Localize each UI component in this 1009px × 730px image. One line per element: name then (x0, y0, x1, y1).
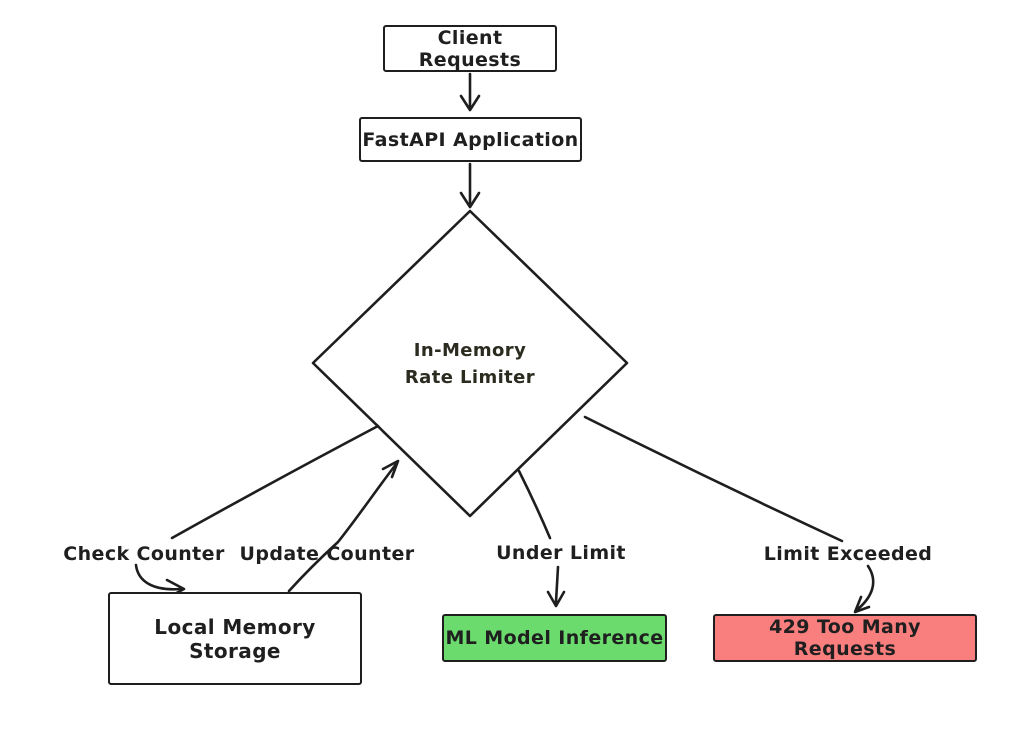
arrowhead-storage-to-limiter (381, 459, 400, 479)
label-update-counter: Update Counter (239, 543, 415, 565)
node-429-too-many-requests: 429 Too Many Requests (713, 614, 977, 662)
arrowhead-fastapi-to-limiter (459, 191, 481, 209)
rate-limiter-label-line1: In-Memory (413, 340, 527, 361)
label-limit-exceeded: Limit Exceeded (763, 543, 933, 565)
arrowhead-limit-exceeded-to-429 (853, 595, 871, 614)
node-fastapi-application: FastAPI Application (359, 117, 582, 162)
arrowhead-under-limit-to-inference (546, 590, 566, 608)
node-ml-model-inference: ML Model Inference (442, 614, 667, 662)
node-client-requests: Client Requests (383, 25, 557, 72)
edge-limiter-to-check-counter (170, 424, 380, 540)
node-fastapi-application-label: FastAPI Application (362, 128, 579, 151)
edge-limiter-to-under-limit (517, 469, 552, 540)
node-ml-model-inference-label: ML Model Inference (445, 627, 664, 649)
arrow-check-counter-to-storage (134, 563, 182, 591)
arrow-storage-to-limiter (287, 461, 399, 593)
arrowhead-client-to-fastapi (459, 94, 481, 112)
label-check-counter: Check Counter (63, 543, 225, 565)
arrow-limit-exceeded-to-429 (856, 564, 875, 611)
label-under-limit: Under Limit (496, 542, 626, 564)
rate-limiter-label-line2: Rate Limiter (404, 367, 536, 388)
rate-limiter-diamond (311, 209, 629, 518)
node-rate-limiter-label: In-Memory Rate Limiter (405, 337, 535, 391)
node-429-too-many-requests-label: 429 Too Many Requests (769, 616, 921, 660)
edge-limiter-to-limit-exceeded (583, 415, 844, 543)
node-local-memory-storage-label: Local Memory Storage (154, 614, 316, 663)
node-local-memory-storage: Local Memory Storage (108, 592, 362, 685)
node-client-requests-label: Client Requests (418, 26, 522, 71)
arrow-under-limit-to-inference (554, 565, 560, 604)
